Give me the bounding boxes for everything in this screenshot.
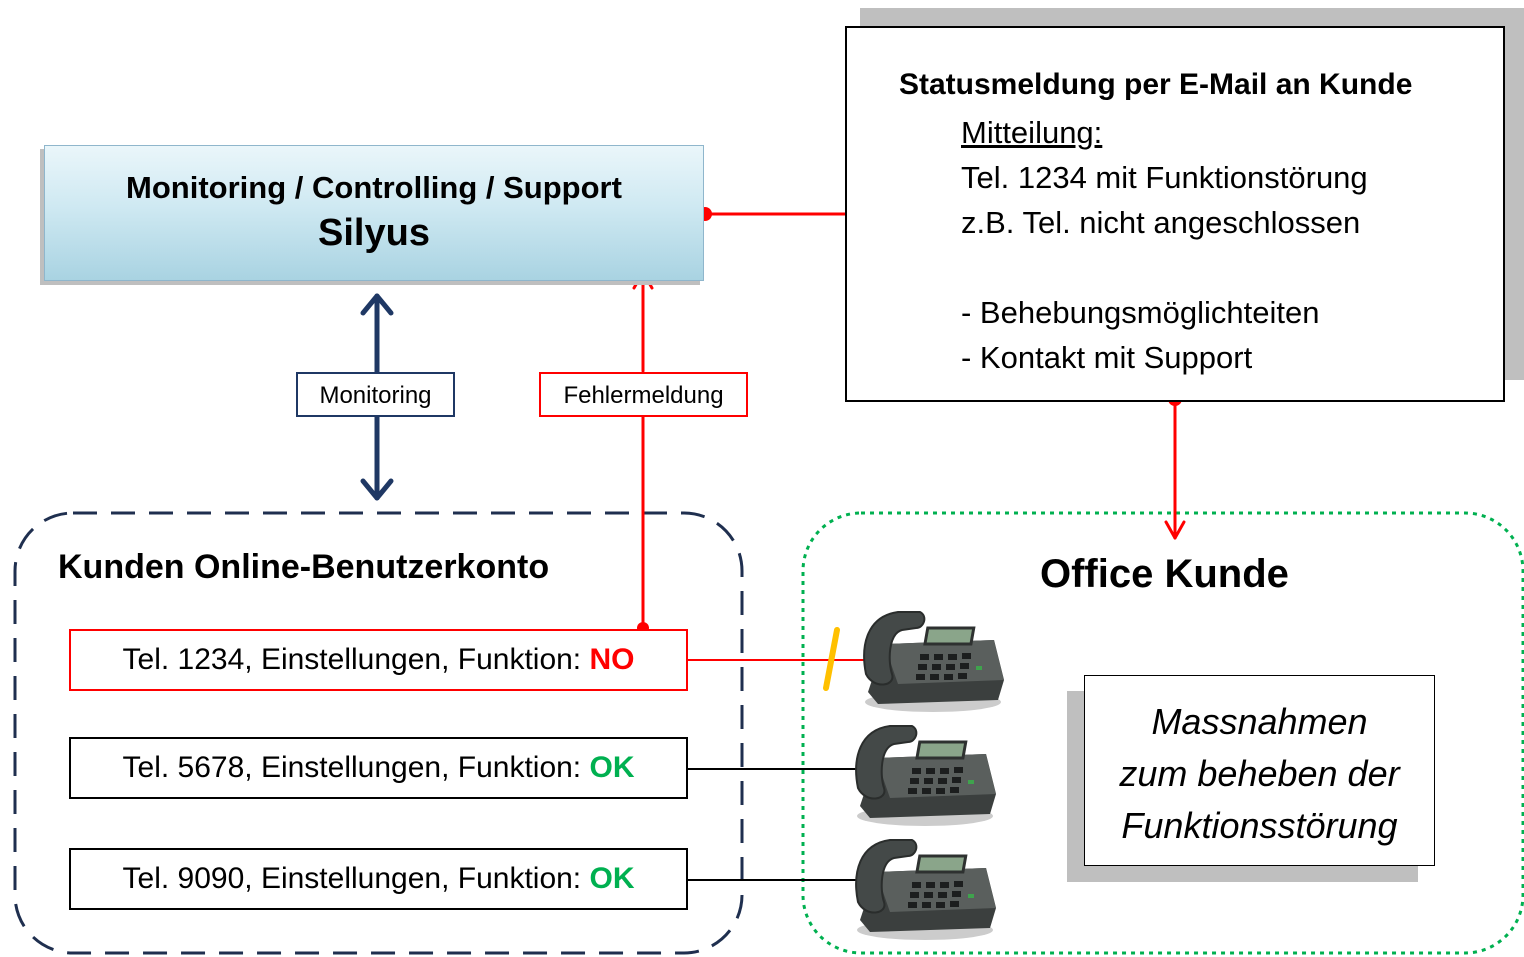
- fehlermeldung-arrow: [632, 270, 654, 630]
- status-badge: OK: [589, 862, 635, 895]
- status-line: z.B. Tel. nicht angeschlossen: [961, 205, 1361, 240]
- office-title: Office Kunde: [1040, 552, 1289, 596]
- status-line: - Kontakt mit Support: [961, 340, 1253, 375]
- massnahmen-line: Massnahmen: [1151, 701, 1368, 742]
- status-line: - Behebungsmöglichteiten: [961, 295, 1320, 330]
- silyus-name: Silyus: [318, 212, 430, 254]
- massnahmen-line: Funktionsstörung: [1121, 805, 1398, 846]
- office-arrow: [1164, 397, 1186, 540]
- status-mail-body: Mitteilung: Tel. 1234 mit Funktionstörun…: [961, 110, 1368, 380]
- tel-row: Tel. 1234, Einstellungen, Funktion: NO: [69, 629, 688, 691]
- office-frame: [801, 511, 1524, 955]
- telephone-icon: [855, 725, 996, 826]
- massnahmen-box: Massnahmen zum beheben der Funktionsstör…: [1084, 675, 1435, 866]
- tel-row: Tel. 5678, Einstellungen, Funktion: OK: [69, 737, 688, 799]
- monitoring-label: Monitoring: [296, 372, 455, 417]
- tel-row-text: Tel. 5678, Einstellungen, Funktion:: [122, 751, 590, 784]
- disconnect-mark: [823, 627, 840, 691]
- status-badge: NO: [589, 643, 635, 676]
- status-line: Tel. 1234 mit Funktionstörung: [961, 160, 1368, 195]
- fehlermeldung-label: Fehlermeldung: [539, 372, 748, 417]
- monitoring-arrow: [360, 293, 394, 501]
- massnahmen-line: zum beheben der: [1119, 753, 1400, 794]
- tel-row: Tel. 9090, Einstellungen, Funktion: OK: [69, 848, 688, 910]
- telephone-icon: [855, 839, 996, 940]
- kunden-frame: [13, 511, 744, 955]
- tel-row-text: Tel. 9090, Einstellungen, Funktion:: [122, 862, 590, 895]
- kunden-title: Kunden Online-Benutzerkonto: [58, 548, 550, 586]
- telephone-icon: [863, 611, 1004, 712]
- silyus-title: Monitoring / Controlling / Support: [126, 170, 622, 205]
- status-mail-box: Statusmeldung per E-Mail an Kunde Mittei…: [845, 26, 1505, 402]
- status-badge: OK: [589, 751, 635, 784]
- tel-row-text: Tel. 1234, Einstellungen, Funktion:: [122, 643, 590, 676]
- status-mail-title: Statusmeldung per E-Mail an Kunde: [899, 68, 1413, 101]
- status-mail-heading: Mitteilung:: [961, 115, 1103, 150]
- silyus-box: Monitoring / Controlling / Support Silyu…: [44, 145, 704, 281]
